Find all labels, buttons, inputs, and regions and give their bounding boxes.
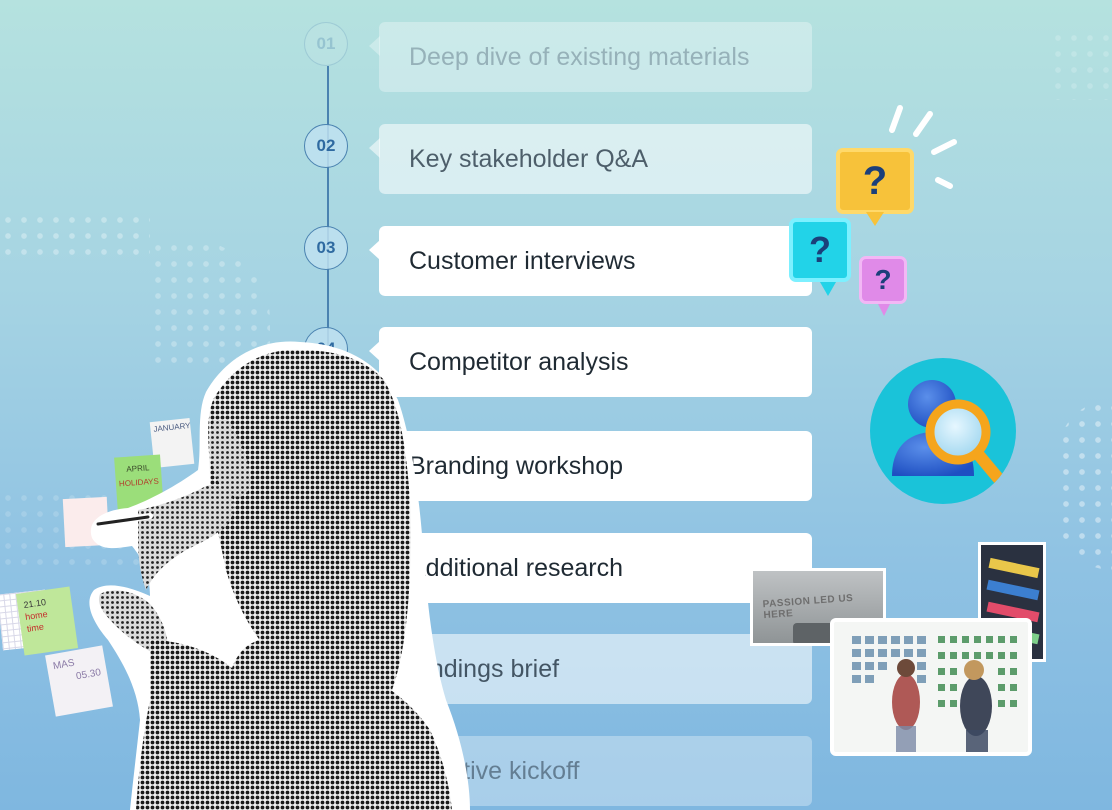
question-mark: ? [809, 229, 831, 270]
step-label: Customer interviews [409, 246, 636, 275]
step-card-3: Customer interviews [369, 226, 812, 296]
step-card-5: Branding workshop [369, 431, 812, 501]
bubble-tail [820, 282, 836, 296]
question-bubble-pink-icon: ? [859, 256, 907, 304]
sparkle-lines-icon [889, 105, 957, 189]
question-bubble-yellow-icon: ? [836, 148, 914, 214]
step-label: Branding workshop [409, 451, 624, 480]
dot-pattern-right [1058, 400, 1112, 570]
photo-workshop-wall [830, 618, 1032, 756]
step-label: Deep dive of existing materials [409, 42, 750, 71]
bubble-tail [878, 304, 890, 316]
step-label: Key stakeholder Q&A [409, 144, 649, 173]
question-mark: ? [862, 158, 888, 203]
dot-pattern-left [0, 212, 150, 262]
photo-sign-text: PASSION LED US HERE [762, 592, 854, 622]
step-label: Additional research [409, 553, 624, 582]
user-search-icon [870, 358, 1016, 504]
woman-halftone-photo [89, 341, 470, 810]
step-card-2: Key stakeholder Q&A [369, 124, 812, 194]
step-card-4: Competitor analysis [369, 327, 812, 397]
step-badge-3: 03 [304, 226, 348, 270]
step-card-1: Deep dive of existing materials [369, 22, 812, 92]
timeline-line [327, 66, 329, 356]
step-label: Competitor analysis [409, 347, 629, 376]
step-badge-2: 02 [304, 124, 348, 168]
dot-pattern-top-right [1050, 30, 1112, 100]
step-badge-1: 01 [304, 22, 348, 66]
question-mark: ? [874, 264, 892, 295]
question-bubble-cyan-icon: ? [789, 218, 851, 282]
bubble-tail [866, 212, 884, 226]
